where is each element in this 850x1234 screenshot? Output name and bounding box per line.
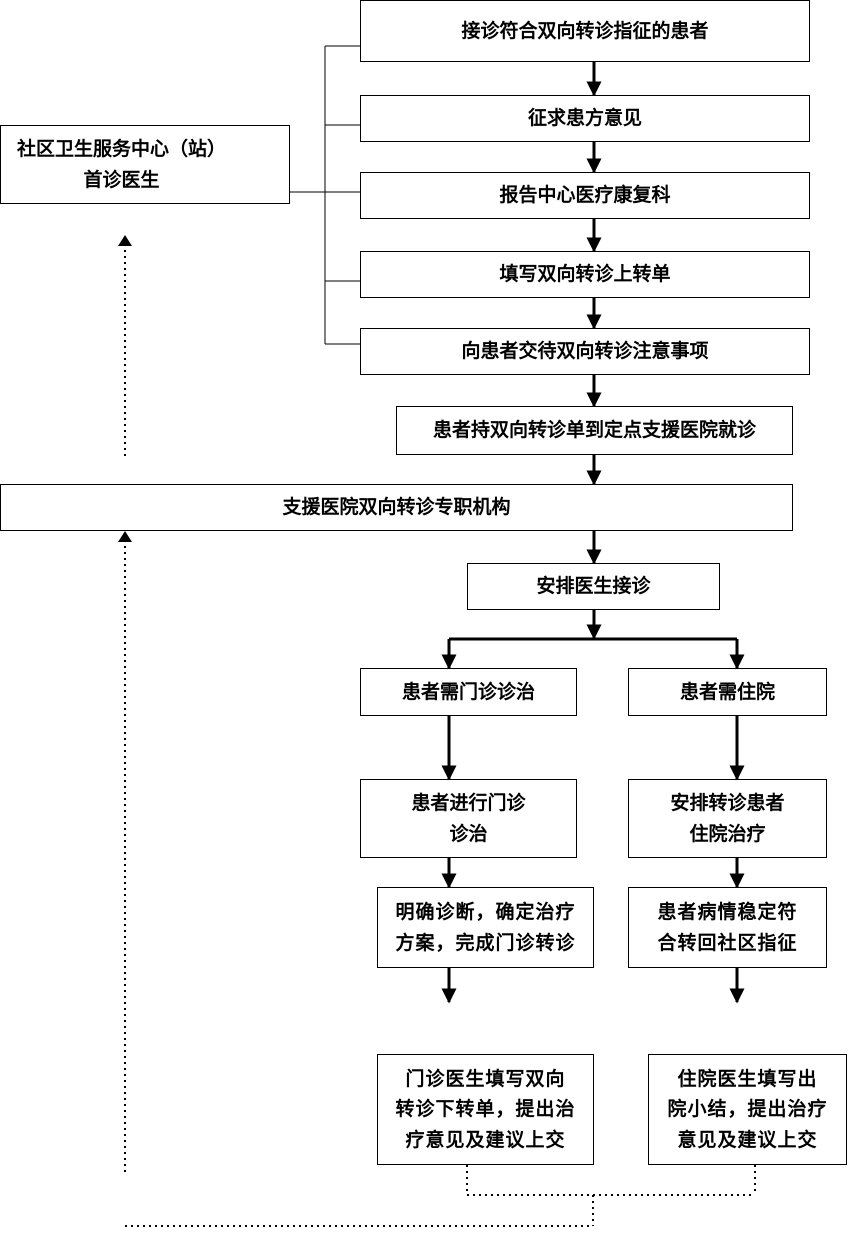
report-center-box: 报告中心医疗康复科 [360,172,810,219]
outpatient-treatment-box: 患者进行门诊 诊治 [360,779,577,858]
return-dotted-lines [124,243,756,1227]
inpatient-summary-box: 住院医生填写出 院小结，提出治疗 意见及建议上交 [648,1054,847,1165]
arrange-doctor-box: 安排医生接诊 [467,563,720,610]
bracket-connector [290,45,360,345]
stable-condition-box: 患者病情稳定符 合转回社区指征 [628,887,827,968]
fill-upward-form-box: 填写双向转诊上转单 [360,251,810,298]
explain-notes-box: 向患者交待双向转诊注意事项 [360,328,810,375]
referral-institution-box: 支援医院双向转诊专职机构 [0,484,793,531]
dotted-arrowhead-institution [118,531,132,542]
dotted-arrowhead-community [118,235,132,246]
patient-visit-box: 患者持双向转诊单到定点支援医院就诊 [396,406,793,455]
arrange-hospitalization-box: 安排转诊患者 住院治疗 [628,779,827,858]
receive-patient-box: 接诊符合双向转诊指征的患者 [360,0,810,62]
clear-diagnosis-box: 明确诊断，确定治疗 方案，完成门诊转诊 [377,887,594,968]
needs-outpatient-box: 患者需门诊诊治 [360,668,577,716]
seek-opinion-box: 征求患方意见 [360,95,810,142]
outpatient-downward-box: 门诊医生填写双向 转诊下转单，提出治 疗意见及建议上交 [377,1054,594,1165]
needs-inpatient-box: 患者需住院 [628,668,827,716]
community-doctor-box: 社区卫生服务中心（站） 首诊医生 [0,125,290,204]
